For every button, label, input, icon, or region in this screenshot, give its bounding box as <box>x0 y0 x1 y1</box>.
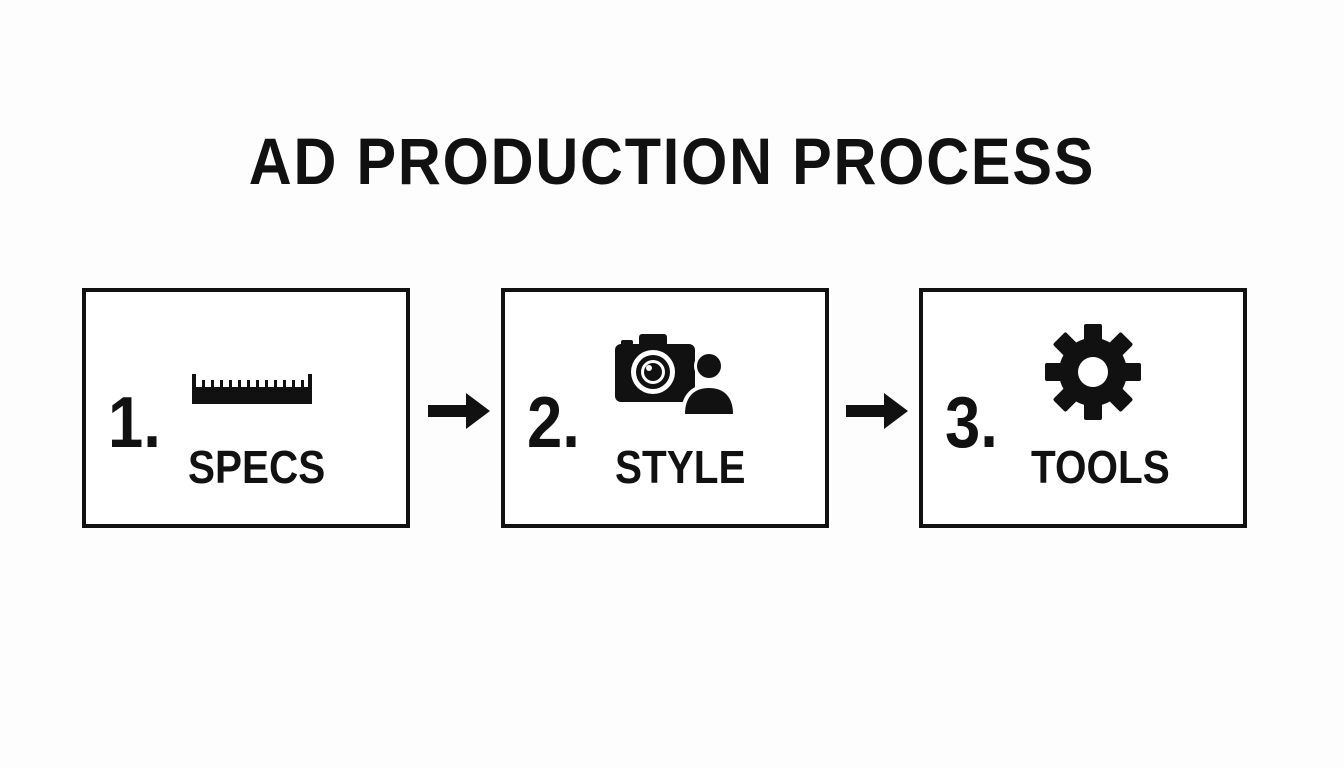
step-number: 3. <box>945 383 998 463</box>
gear-icon <box>1045 324 1141 420</box>
step-label: SPECS <box>188 441 326 493</box>
step-box-tools: 3. TOOLS <box>919 288 1247 528</box>
arrow-right-icon <box>428 393 490 429</box>
diagram-title: AD PRODUCTION PROCESS <box>248 124 1096 198</box>
step-box-style: 2. STYLE <box>501 288 829 528</box>
step-box-specs: 1. SPECS <box>82 288 410 528</box>
arrow-right-icon <box>846 393 908 429</box>
step-label: STYLE <box>615 441 746 493</box>
ruler-icon <box>192 374 312 404</box>
step-label: TOOLS <box>1031 441 1170 493</box>
step-number: 1. <box>108 383 161 463</box>
camera-person-icon <box>615 334 737 414</box>
step-number: 2. <box>527 383 580 463</box>
